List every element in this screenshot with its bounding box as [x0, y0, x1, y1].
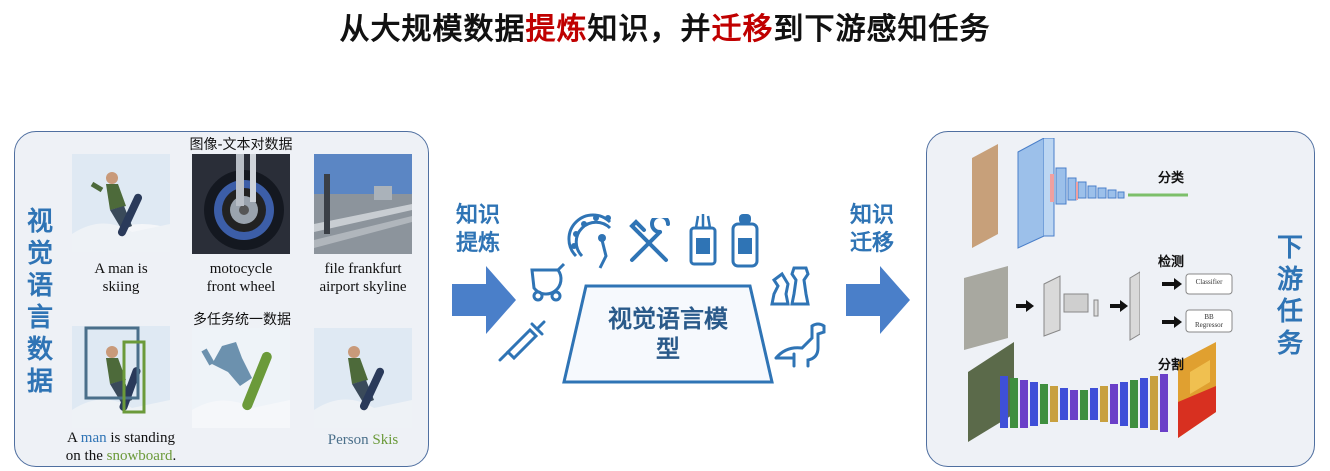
- person-skis-caption: Person Skis: [304, 431, 422, 449]
- motorcycle-wheel-image: [192, 154, 290, 254]
- bottle-icon: [731, 214, 759, 268]
- multitask-caption: A man is standing on the snowboard.: [56, 429, 186, 465]
- word: .: [172, 448, 177, 464]
- caption-line: file frankfurt: [324, 261, 402, 277]
- right-arrow-icon: [452, 266, 516, 334]
- stroller-icon: [530, 262, 566, 302]
- caption-frankfurt: file frankfurt airport skyline: [304, 260, 422, 296]
- downstream-tasks-label: 下游任务: [1276, 233, 1303, 359]
- person-skis-image: [314, 328, 412, 428]
- peacock-icon: [567, 213, 612, 269]
- right-arrow-icon: [846, 266, 910, 334]
- image-text-pair-heading: 图像-文本对数据: [189, 137, 293, 153]
- skier-detection-image: [72, 326, 170, 428]
- caption-line: airport skyline: [319, 279, 407, 295]
- caption-line: front wheel: [206, 279, 276, 295]
- word-person: Person: [327, 432, 369, 448]
- word-snowboard: snowboard: [106, 448, 173, 464]
- vlm-text: 视觉语言模型: [608, 305, 728, 363]
- task-classification: 分类: [1158, 171, 1185, 186]
- dinosaur-icon: [774, 322, 826, 368]
- knowledge-distill-label: 知识提炼: [455, 203, 500, 256]
- task-detection: 检测: [1158, 255, 1185, 270]
- task-segmentation: 分割: [1158, 358, 1185, 373]
- segmentation-network: [968, 342, 1216, 442]
- airport-skyline-image: [314, 154, 412, 254]
- page-title: 从大规模数据提炼知识，并迁移到下游感知任务: [339, 12, 991, 47]
- classifier-box-label: Classifier: [1195, 278, 1223, 286]
- caption-skiing: A man is skiing: [72, 260, 170, 296]
- tools-icon: [629, 218, 670, 262]
- word-skis: Skis: [372, 432, 399, 448]
- chess-icon: [770, 266, 810, 306]
- vlm-trapezoid: [562, 284, 774, 384]
- syringe-icon: [498, 320, 546, 362]
- vlm-label: 视觉语言模型: [568, 304, 768, 364]
- classification-network: [972, 138, 1188, 249]
- word: is standing: [110, 430, 175, 446]
- bb-text: BB: [1204, 313, 1214, 321]
- word: on the: [65, 448, 103, 464]
- cup-icon: [689, 214, 717, 266]
- detection-heads: [1162, 273, 1233, 333]
- detection-network: [964, 266, 1140, 350]
- caption-line: skiing: [102, 279, 140, 295]
- word-man: man: [80, 430, 107, 446]
- word: A: [67, 430, 78, 446]
- knowledge-transfer-label: 知识迁移: [849, 203, 894, 256]
- caption-line: A man is: [94, 261, 148, 277]
- multitask-heading: 多任务统一数据: [193, 312, 291, 328]
- caption-line: motocycle: [209, 261, 273, 277]
- skier-segmentation-image: [192, 328, 290, 428]
- vision-language-data-label: 视觉语言数据: [26, 207, 53, 397]
- caption-motocycle: motocycle front wheel: [186, 260, 296, 296]
- regressor-text: Regressor: [1195, 321, 1223, 329]
- skier-image: [72, 154, 170, 252]
